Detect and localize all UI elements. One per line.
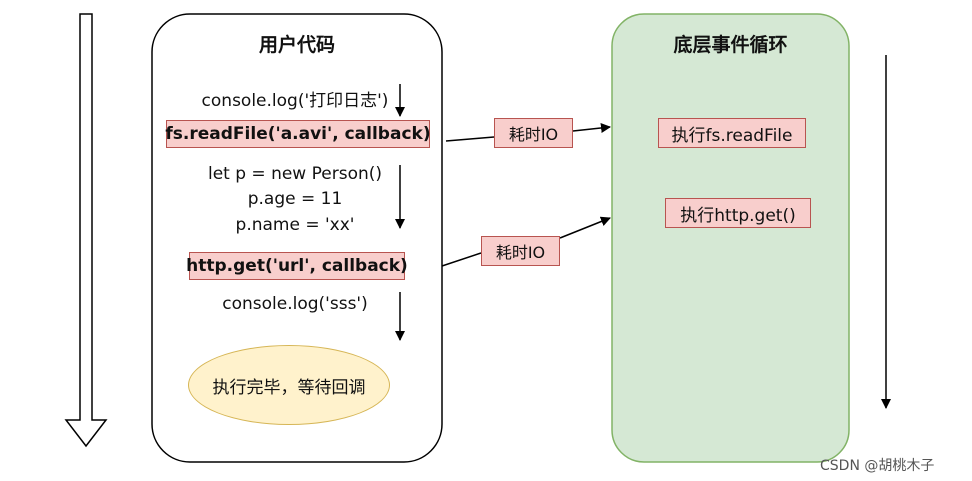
exec-readfile-box: 执行fs.readFile xyxy=(658,118,806,148)
io-tag-1: 耗时IO xyxy=(494,118,573,148)
io-arrow-2b xyxy=(559,216,611,239)
io-tag-2: 耗时IO xyxy=(481,236,560,266)
code-line-name: p.name = 'xx' xyxy=(235,215,355,235)
code-line-log1: console.log('打印日志') xyxy=(201,91,389,111)
event-loop-container xyxy=(611,13,850,463)
code-line-httpget: http.get('url', callback) xyxy=(186,252,408,280)
code-line-age: p.age = 11 xyxy=(247,189,343,209)
exec-httpget-box: 执行http.get() xyxy=(665,198,811,228)
code-line-log2: console.log('sss') xyxy=(222,294,368,314)
io-arrow-1a xyxy=(445,136,495,142)
io-arrow-1b xyxy=(572,122,611,133)
done-ellipse: 执行完毕，等待回调 xyxy=(188,345,390,425)
event-loop-title: 底层事件循环 xyxy=(673,34,788,56)
flow-down-arrow xyxy=(64,13,108,448)
code-line-readfile: fs.readFile('a.avi', callback) xyxy=(165,120,431,148)
user-code-title: 用户代码 xyxy=(258,34,335,56)
watermark: CSDN @胡桃木子 xyxy=(820,458,935,474)
code-line-person: let p = new Person() xyxy=(207,164,383,184)
io-arrow-2a xyxy=(441,252,482,267)
